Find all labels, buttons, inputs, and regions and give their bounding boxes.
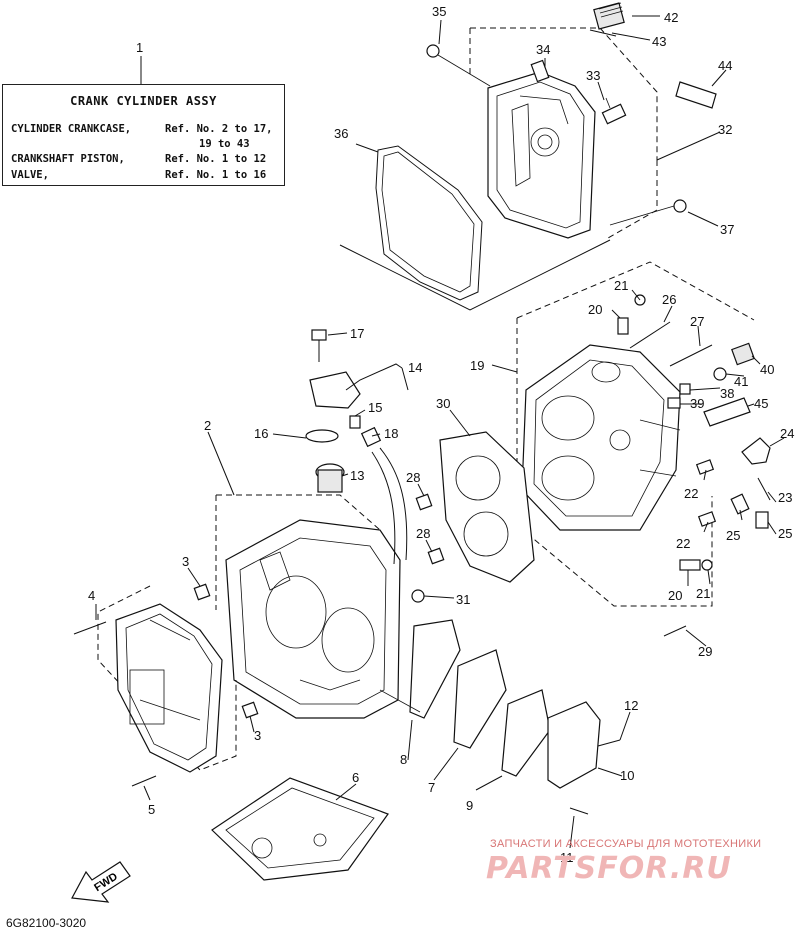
ref-row-name: VALVE, — [11, 169, 49, 181]
watermark-logo: PARTSFOR.RU — [486, 851, 732, 886]
callout-23: 23 — [778, 490, 792, 505]
callout-10: 10 — [620, 768, 634, 783]
callout-21: 21 — [614, 278, 628, 293]
ref-row-ref: Ref. No. 1 to 16 — [165, 169, 267, 181]
valve-cover-group — [339, 2, 717, 311]
cover-gasket — [375, 145, 483, 301]
callout-36: 36 — [334, 126, 348, 141]
reference-box: CRANK CYLINDER ASSY CYLINDER CRANKCASE, … — [2, 84, 285, 186]
callout-32: 32 — [718, 122, 732, 137]
callout-21: 21 — [696, 586, 710, 601]
ref-row-ref: Ref. No. 2 to 17, — [165, 123, 273, 135]
head-gasket — [439, 431, 535, 583]
callout-14: 14 — [408, 360, 422, 375]
callout-1: 1 — [136, 40, 143, 55]
leader-lines — [95, 15, 785, 849]
callout-20: 20 — [588, 302, 602, 317]
callout-29: 29 — [698, 644, 712, 659]
ref-row-name: CRANKSHAFT PISTON, — [11, 153, 125, 165]
callout-45: 45 — [754, 396, 768, 411]
exhaust-plates-group — [379, 619, 621, 815]
label-plate — [675, 81, 717, 109]
cylinder-block — [225, 519, 401, 719]
callout-43: 43 — [652, 34, 666, 49]
watermark-caption: ЗАПЧАСТИ И АКСЕССУАРЫ ДЛЯ МОТОТЕХНИКИ — [490, 838, 762, 850]
callout-5: 5 — [148, 802, 155, 817]
callout-3: 3 — [254, 728, 261, 743]
callout-28: 28 — [406, 470, 420, 485]
callout-40: 40 — [760, 362, 774, 377]
callout-26: 26 — [662, 292, 676, 307]
callout-13: 13 — [350, 468, 364, 483]
callout-22: 22 — [676, 536, 690, 551]
callout-33: 33 — [586, 68, 600, 83]
fwd-arrow-icon: FWD — [71, 861, 131, 903]
callout-34: 34 — [536, 42, 550, 57]
cylinder-block-group — [193, 329, 408, 719]
crankcase-group — [73, 585, 237, 787]
callout-7: 7 — [428, 780, 435, 795]
cylinder-head-cover — [487, 71, 596, 239]
callout-31: 31 — [456, 592, 470, 607]
callout-18: 18 — [384, 426, 398, 441]
callout-25: 25 — [726, 528, 740, 543]
cylinder-head — [521, 344, 681, 531]
diagram-code: 6G82100-3020 — [6, 916, 87, 930]
ref-row-ref: 19 to 43 — [199, 138, 250, 150]
callout-11: 11 — [560, 850, 574, 865]
callout-19: 19 — [470, 358, 484, 373]
thermostat-cover — [309, 371, 361, 409]
ref-row-ref: Ref. No. 1 to 12 — [165, 153, 267, 165]
callout-35: 35 — [432, 4, 446, 19]
callout-16: 16 — [254, 426, 268, 441]
cylinder-head-group — [516, 261, 771, 637]
callout-41: 41 — [734, 374, 748, 389]
callout-numbers: 1 2 3 3 4 5 6 7 8 9 10 11 12 13 14 15 16… — [88, 4, 794, 865]
exhaust-cover — [547, 701, 601, 789]
callout-4: 4 — [88, 588, 95, 603]
callout-24: 24 — [780, 426, 794, 441]
callout-8: 8 — [400, 752, 407, 767]
callout-17: 17 — [350, 326, 364, 341]
callout-9: 9 — [466, 798, 473, 813]
callout-28: 28 — [416, 526, 430, 541]
ref-row-name: CYLINDER CRANKCASE, — [11, 123, 132, 135]
callout-39: 39 — [690, 396, 704, 411]
callout-12: 12 — [624, 698, 638, 713]
callout-20: 20 — [668, 588, 682, 603]
reference-box-title: CRANK CYLINDER ASSY — [70, 94, 217, 108]
callout-42: 42 — [664, 10, 678, 25]
callout-38: 38 — [720, 386, 734, 401]
callout-2: 2 — [204, 418, 211, 433]
head-gasket-group — [411, 431, 535, 603]
oil-filler-cap — [593, 2, 625, 30]
crankcase — [115, 603, 223, 773]
callout-25: 25 — [778, 526, 792, 541]
callout-27: 27 — [690, 314, 704, 329]
callout-22: 22 — [684, 486, 698, 501]
callout-3: 3 — [182, 554, 189, 569]
callout-6: 6 — [352, 770, 359, 785]
callout-15: 15 — [368, 400, 382, 415]
callout-30: 30 — [436, 396, 450, 411]
callout-37: 37 — [720, 222, 734, 237]
callout-44: 44 — [718, 58, 732, 73]
